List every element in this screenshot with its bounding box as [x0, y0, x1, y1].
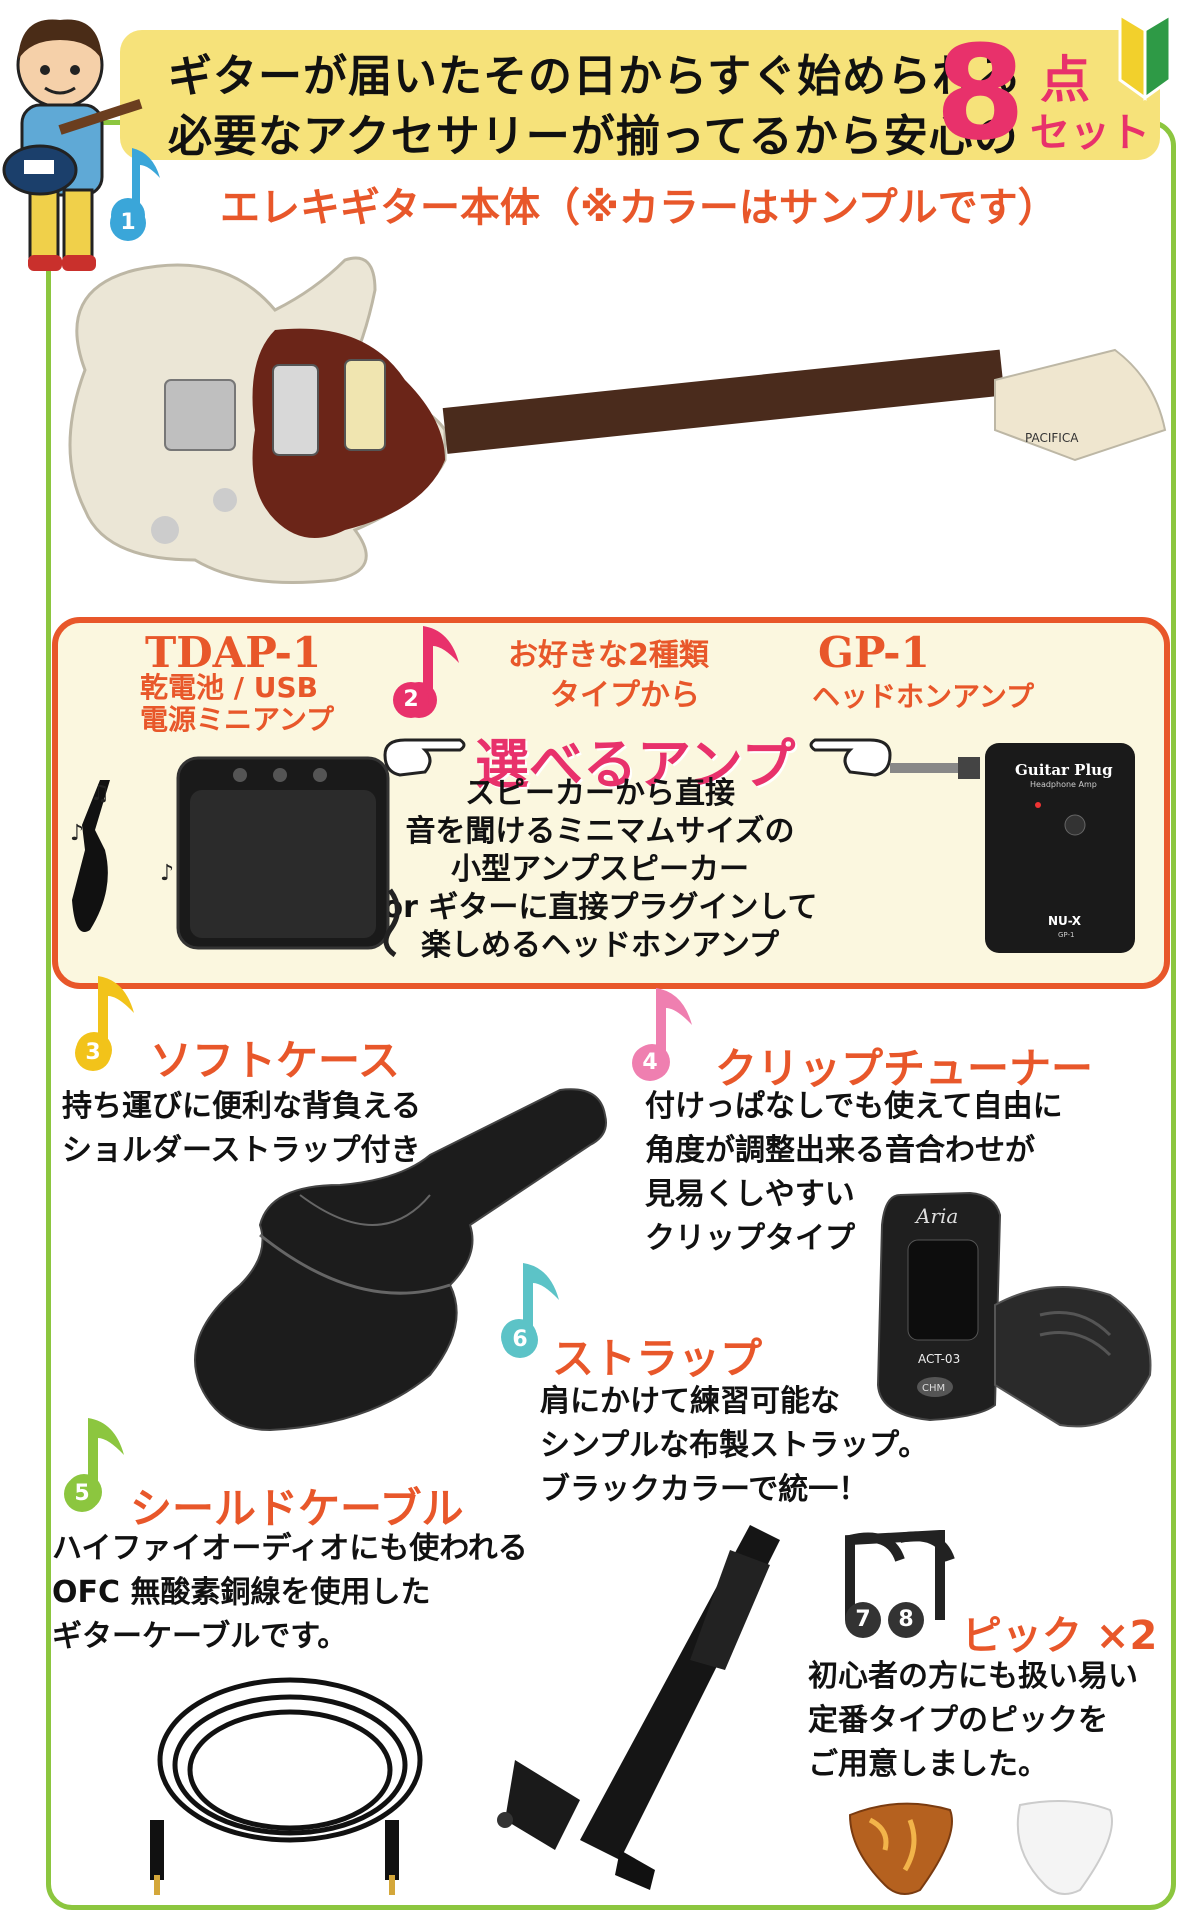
amp-description-4: or ギターに直接プラグインして — [382, 890, 818, 925]
tuner-button-text: CHM — [922, 1383, 945, 1394]
item-2-badge: 2 — [393, 682, 429, 718]
item-1-badge: 1 — [110, 205, 146, 241]
left-amp-model: TDAP-1 — [145, 628, 322, 677]
set-count-suffix-top: 点 — [1040, 51, 1090, 109]
guitar-cable-image — [150, 1677, 423, 1895]
item-4-desc-2: 角度が調整出来る音合わせが — [645, 1133, 1035, 1168]
boy-with-guitar-icon — [2, 19, 143, 271]
item-3-badge: 3 — [75, 1035, 111, 1071]
pointing-hand-left-icon — [809, 738, 892, 777]
item-5-badge: 5 — [64, 1476, 100, 1512]
amp-lead-line-2: タイプから — [550, 678, 700, 713]
set-count-suffix-bottom: セット — [1030, 110, 1150, 156]
svg-text:♫: ♫ — [90, 781, 110, 806]
item-78-title: ピック ×2 — [962, 1613, 1158, 1659]
plug-brand-text: Guitar Plug — [1015, 761, 1113, 779]
item-78-desc-1: 初心者の方にも扱い易い — [808, 1659, 1138, 1694]
plug-model-text: GP-1 — [1058, 931, 1074, 939]
item-78-desc-3: ご用意しました。 — [808, 1747, 1048, 1782]
svg-text:♪: ♪ — [160, 861, 174, 886]
item-3-desc-2: ショルダーストラップ付き — [62, 1133, 421, 1168]
item-6-desc-2: シンプルな布製ストラップ。 — [540, 1428, 929, 1463]
headstock-brand: PACIFICA — [1025, 431, 1079, 445]
header-line-2: 必要なアクセサリーが揃ってるから安心の — [168, 111, 1019, 162]
item-4-desc-3: 見易くしやすい — [645, 1177, 855, 1212]
item-1-title: エレキギター本体（※カラーはサンプルです） — [220, 185, 1058, 231]
item-3-desc-1: 持ち運びに便利な背負える — [62, 1089, 422, 1124]
left-amp-sub-2: 電源ミニアンプ — [140, 703, 335, 736]
picks-image — [848, 1800, 1113, 1895]
plug-sub-text: Headphone Amp — [1030, 780, 1097, 789]
header-banner — [120, 30, 1160, 160]
item-78-desc-2: 定番タイプのピックを — [808, 1703, 1108, 1738]
beginner-mark-icon — [1118, 12, 1172, 101]
item-5-desc-1: ハイファイオーディオにも使われる — [52, 1531, 528, 1566]
item-6-title: ストラップ — [552, 1334, 763, 1383]
item-2-title: 選べるアンプ — [475, 733, 796, 796]
svg-text:♪: ♪ — [70, 821, 84, 846]
set-count: 8 — [935, 17, 1026, 169]
item-4-desc-4: クリップタイプ — [645, 1221, 855, 1256]
clip-tuner-image: Aria ACT-03 CHM — [876, 1191, 1152, 1428]
item-5-desc-3: ギターケーブルです。 — [52, 1619, 348, 1654]
item-6-desc-1: 肩にかけて練習可能な — [540, 1384, 840, 1419]
item-6-desc-3: ブラックカラーで統一！ — [540, 1472, 869, 1507]
plug-logo-text: NU-X — [1048, 914, 1082, 928]
amp-description-2: 音を聞けるミニマムサイズの — [405, 814, 795, 849]
item-5-desc-2: OFC 無酸素銅線を使用した — [52, 1575, 431, 1610]
left-amp-sub-1: 乾電池 / USB — [140, 671, 318, 704]
amp-description-1: スピーカーから直接 — [465, 776, 735, 811]
electric-guitar-image: PACIFICA — [68, 256, 1167, 584]
item-4-title: クリップチューナー — [715, 1044, 1094, 1093]
mini-amp-image: ♪ ♪ ♫ — [70, 756, 400, 958]
right-amp-model: GP-1 — [818, 628, 930, 677]
item-6-badge: 6 — [502, 1322, 538, 1358]
header-line-1: ギターが届いたその日からすぐ始められる — [168, 51, 1023, 102]
music-note-78-icon — [845, 1530, 955, 1620]
amp-description-3: 小型アンプスピーカー — [451, 852, 749, 887]
pointing-hand-right-icon — [383, 738, 466, 777]
item-8-badge: 8 — [888, 1602, 924, 1638]
item-5-title: シールドケーブル — [130, 1484, 464, 1533]
headphone-amp-image: Guitar Plug Headphone Amp NU-X GP-1 — [890, 743, 1135, 953]
item-4-badge: 4 — [632, 1045, 668, 1081]
amp-lead-line-1: お好きな2種類 — [508, 638, 709, 673]
tuner-brand-text: Aria — [914, 1204, 958, 1228]
item-3-title: ソフトケース — [150, 1036, 400, 1085]
strap-image — [497, 1525, 780, 1890]
tuner-model-text: ACT-03 — [918, 1352, 960, 1366]
item-4-desc-1: 付けっぱなしでも使えて自由に — [645, 1089, 1063, 1124]
right-amp-sub: ヘッドホンアンプ — [812, 680, 1035, 713]
amp-description-5: 楽しめるヘッドホンアンプ — [421, 928, 779, 963]
soft-case-image — [194, 1088, 607, 1432]
item-7-badge: 7 — [845, 1602, 881, 1638]
